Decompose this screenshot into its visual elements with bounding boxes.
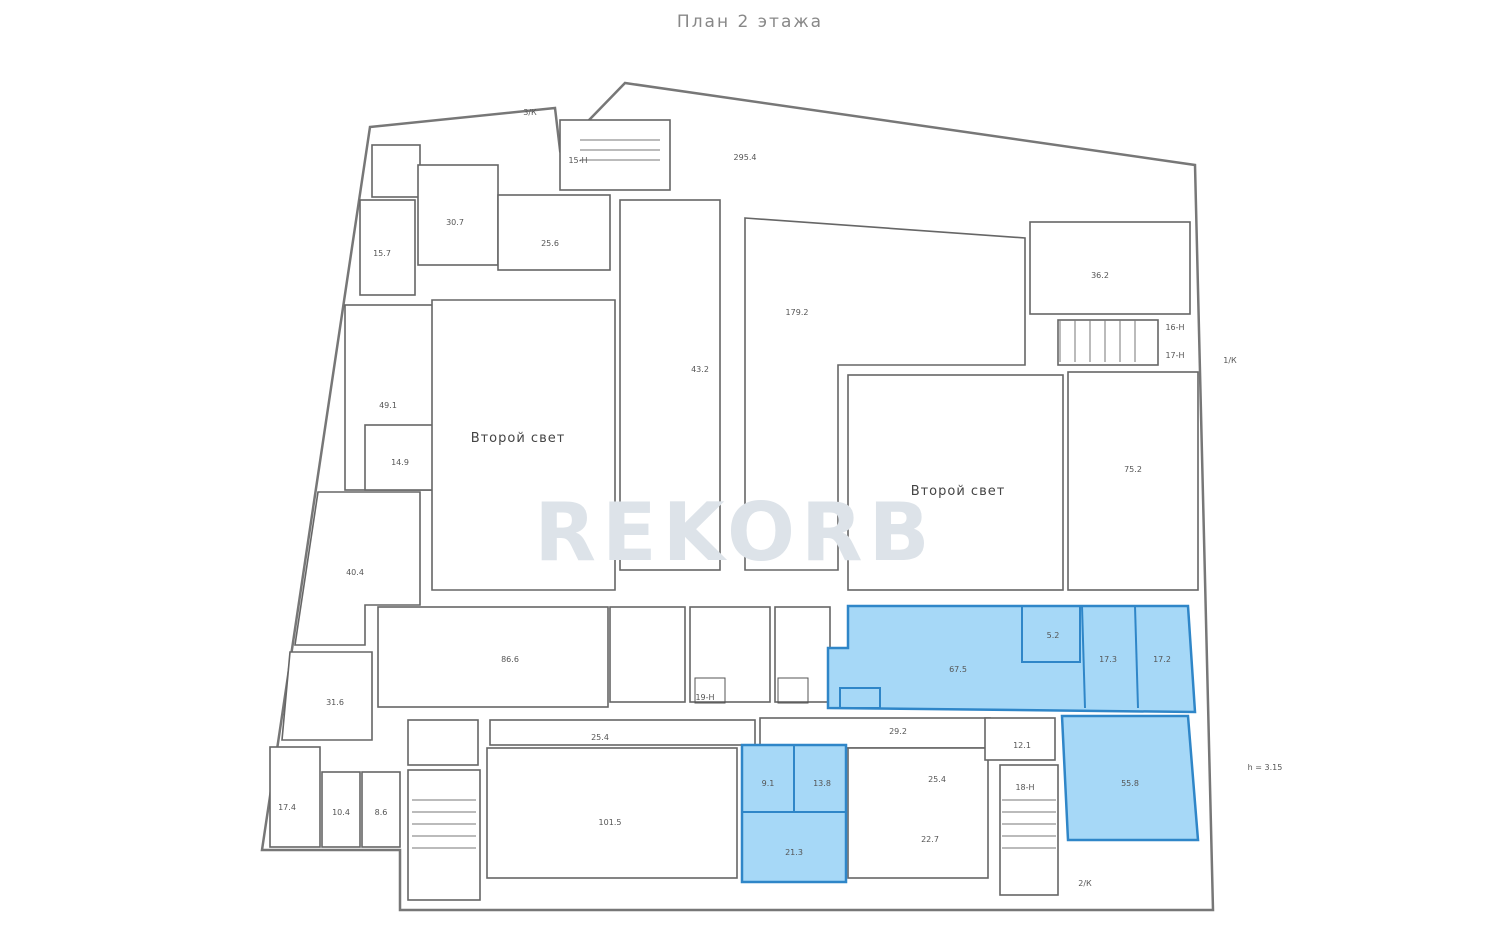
- height-annotation: h = 3.15: [1248, 763, 1283, 772]
- staircases: [412, 139, 1136, 849]
- room-area: 179.2: [786, 308, 809, 317]
- room-area: 31.6: [326, 698, 344, 707]
- stair-3-annotation: 3/К: [523, 108, 537, 117]
- room-area: 17.2: [1153, 655, 1171, 664]
- stair-labels: 15-Н 16-Н 17-Н 18-Н 19-Н: [568, 156, 1184, 792]
- stair-label: 15-Н: [568, 156, 587, 165]
- room-area: 13.8: [813, 779, 831, 788]
- room-area: 17.4: [278, 803, 296, 812]
- stair-1-annotation: 1/К: [1223, 356, 1237, 365]
- rooms: [269, 119, 1199, 901]
- second-light-label: Второй свет: [911, 484, 1006, 499]
- room-area: 55.8: [1121, 779, 1139, 788]
- room-area: 29.2: [889, 727, 907, 736]
- room-area: 9.1: [762, 779, 775, 788]
- second-light-label: Второй свет: [471, 431, 566, 446]
- room-area: 43.2: [691, 365, 709, 374]
- stair-2-annotation: 2/К: [1078, 879, 1092, 888]
- watermark: REKORB: [534, 486, 935, 579]
- room-area: 86.6: [501, 655, 519, 664]
- room-labels: 67.5 5.2 17.3 17.2 55.8 9.1 13.8 21.3 29…: [278, 153, 1171, 857]
- room-area: 101.5: [599, 818, 622, 827]
- room-area: 67.5: [949, 665, 967, 674]
- stair-label: 19-Н: [695, 693, 714, 702]
- room-area: 8.6: [375, 808, 388, 817]
- room-area: 36.2: [1091, 271, 1109, 280]
- room-area: 14.9: [391, 458, 409, 467]
- outer-wall: [260, 81, 1215, 912]
- room-area: 5.2: [1047, 631, 1060, 640]
- stair-label: 18-Н: [1015, 783, 1034, 792]
- room-area: 25.4: [591, 733, 609, 742]
- room-area: 30.7: [446, 218, 464, 227]
- stair-label: 17-Н: [1165, 351, 1184, 360]
- room-area: 12.1: [1013, 741, 1031, 750]
- room-area: 21.3: [785, 848, 803, 857]
- room-area: 17.3: [1099, 655, 1117, 664]
- room-area: 15.7: [373, 249, 391, 258]
- room-area: 295.4: [734, 153, 757, 162]
- room-area: 49.1: [379, 401, 397, 410]
- room-area: 25.6: [541, 239, 559, 248]
- room-area: 25.4: [928, 775, 946, 784]
- stair-label: 16-Н: [1165, 323, 1184, 332]
- room-area: 40.4: [346, 568, 364, 577]
- highlighted-premises: [740, 604, 1200, 884]
- plan-title: План 2 этажа: [676, 12, 824, 32]
- room-area: 22.7: [921, 835, 939, 844]
- room-area: 75.2: [1124, 465, 1142, 474]
- room-area: 10.4: [332, 808, 350, 817]
